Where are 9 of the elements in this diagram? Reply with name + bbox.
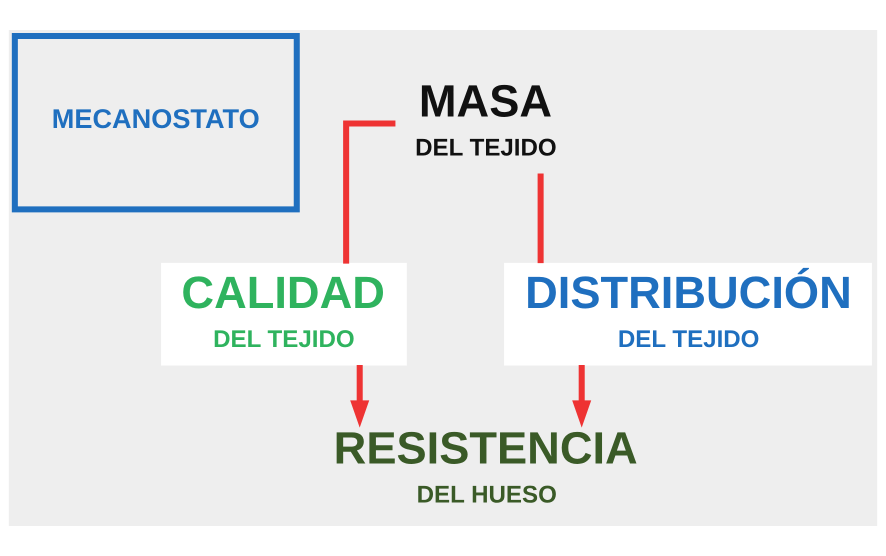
node-text: RESISTENCIA DEL HUESO	[334, 422, 638, 508]
node-text: MASA DEL TEJIDO	[415, 76, 557, 162]
connector	[343, 120, 396, 264]
arrow	[572, 365, 592, 428]
connector	[538, 174, 544, 264]
node-box: DISTRIBUCIÓN DEL TEJIDO	[504, 262, 872, 366]
node-box: MECANOSTATO	[12, 33, 300, 212]
node-box: CALIDAD DEL TEJIDO	[161, 262, 407, 366]
arrow	[350, 365, 370, 428]
